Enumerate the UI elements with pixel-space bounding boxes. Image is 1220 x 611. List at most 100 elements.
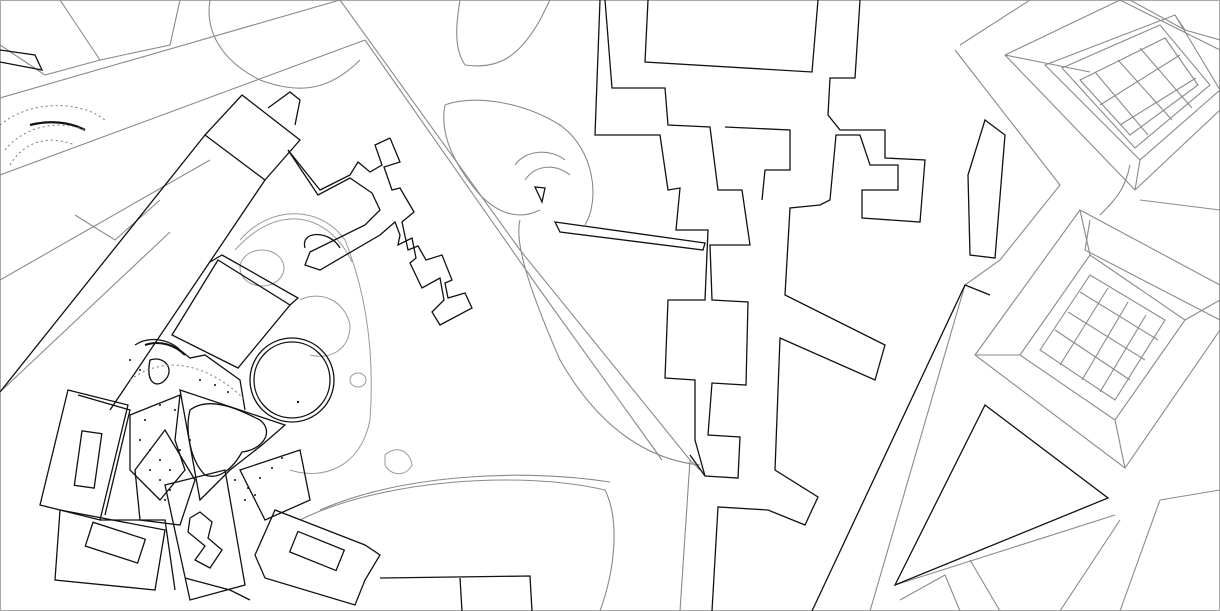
park-curve-left xyxy=(443,104,541,216)
dashed-layer xyxy=(0,105,246,401)
building-top-block xyxy=(644,0,819,73)
grid-building-top-rows xyxy=(1099,54,1197,126)
dot-2 xyxy=(149,449,151,451)
building-chain-arc xyxy=(303,234,341,249)
building-right-edge-line xyxy=(811,284,991,611)
building-square-block xyxy=(171,259,291,369)
building-diagonal-nub xyxy=(267,91,301,126)
road-right-low6 xyxy=(969,559,1001,611)
building-long-diagonal xyxy=(0,134,266,411)
road-right-link xyxy=(1139,199,1220,211)
road-central-diagonal-b xyxy=(364,39,663,461)
road-small-w xyxy=(74,199,161,241)
dashed-arc-b xyxy=(4,124,86,151)
buildings-layer xyxy=(0,0,1110,611)
dot-4 xyxy=(169,469,171,471)
road-right-low4 xyxy=(894,514,1116,586)
park-arc-a xyxy=(514,151,566,166)
park-pond-a xyxy=(239,249,285,287)
building-cluster-a xyxy=(39,389,129,521)
grid-building-top-mid xyxy=(1044,14,1220,161)
building-cluster-f xyxy=(129,393,186,501)
road-lower-curve-b xyxy=(319,474,611,511)
building-cluster-b-edge xyxy=(100,519,176,591)
building-bottom-divider xyxy=(459,577,463,611)
building-central-spine-inner xyxy=(594,0,709,477)
building-chain xyxy=(287,137,473,326)
road-inner-curve xyxy=(518,219,701,466)
dot-17 xyxy=(281,457,283,459)
building-cluster-g-core xyxy=(148,358,170,385)
building-bottom-long xyxy=(379,575,533,611)
building-central-spine-left xyxy=(604,0,751,479)
dot-pattern-layer xyxy=(129,359,283,501)
building-right-slab xyxy=(967,118,1006,259)
dashed-arc-a xyxy=(0,105,106,126)
road-right-mid xyxy=(1084,219,1220,321)
grid-building-low-cols xyxy=(1059,287,1147,393)
dot-21 xyxy=(129,359,131,361)
dot-1 xyxy=(139,439,141,441)
building-triangle-right xyxy=(893,404,1110,587)
park-pond-b xyxy=(349,372,367,388)
building-cluster-d-core xyxy=(288,530,346,572)
road-right-top xyxy=(959,0,1031,46)
grid-building-top-cells xyxy=(1079,37,1199,136)
road-right-low2 xyxy=(1059,519,1121,611)
dashed-arc-c xyxy=(9,139,76,166)
dot-9 xyxy=(189,439,191,441)
grid-building-top-inner xyxy=(1061,24,1211,149)
building-diagonal-head xyxy=(204,94,301,181)
dot-14 xyxy=(247,487,249,489)
road-lower-curve xyxy=(299,479,615,611)
building-cluster-c xyxy=(164,469,246,601)
dot-22 xyxy=(139,369,141,371)
building-arc-left xyxy=(29,121,86,131)
dot-13 xyxy=(234,479,236,481)
dot-25 xyxy=(254,494,256,496)
dot-24 xyxy=(244,499,246,501)
road-topleft-curve xyxy=(208,0,361,89)
road-top-left-edge xyxy=(0,44,101,76)
grid-building-top-outer xyxy=(1004,0,1220,191)
road-central-diagonal-a xyxy=(339,0,701,471)
road-right-edge xyxy=(1129,0,1220,41)
grid-building-low-diag xyxy=(975,209,1220,469)
dot-8 xyxy=(179,449,181,451)
building-central-spine-right xyxy=(711,0,926,611)
dot-11 xyxy=(214,384,216,386)
dot-18 xyxy=(144,419,146,421)
road-right-curve xyxy=(1099,164,1131,216)
road-diagonal-nw-a xyxy=(0,0,341,99)
building-cluster-b-core xyxy=(84,521,147,564)
dot-7 xyxy=(169,489,171,491)
dot-5 xyxy=(149,469,151,471)
road-diagonal-nw-b xyxy=(0,39,366,176)
dot-15 xyxy=(259,477,261,479)
building-cluster-h xyxy=(134,428,196,526)
grid-building-low-inner xyxy=(1039,274,1166,401)
road-right-diagonal xyxy=(869,49,1061,611)
building-top-left-small xyxy=(0,49,44,71)
building-chain-top xyxy=(287,137,391,191)
dot-19 xyxy=(159,404,161,406)
building-rotunda-outer xyxy=(249,337,335,423)
grid-building-top-cols xyxy=(1094,47,1193,136)
road-top-curve xyxy=(456,0,551,67)
dot-6 xyxy=(159,479,161,481)
building-arc-cluster xyxy=(144,342,186,356)
building-cluster-e-core xyxy=(187,403,267,477)
building-cluster-d xyxy=(254,509,381,606)
road-diagonal-w xyxy=(0,159,211,281)
building-square-edge xyxy=(209,254,300,306)
building-bridge xyxy=(553,221,706,251)
park-pond-c xyxy=(384,449,413,475)
building-rotunda-dot xyxy=(296,400,300,404)
building-cluster-e xyxy=(179,389,287,502)
building-cluster-c-core xyxy=(187,511,223,569)
dot-12 xyxy=(227,391,229,393)
